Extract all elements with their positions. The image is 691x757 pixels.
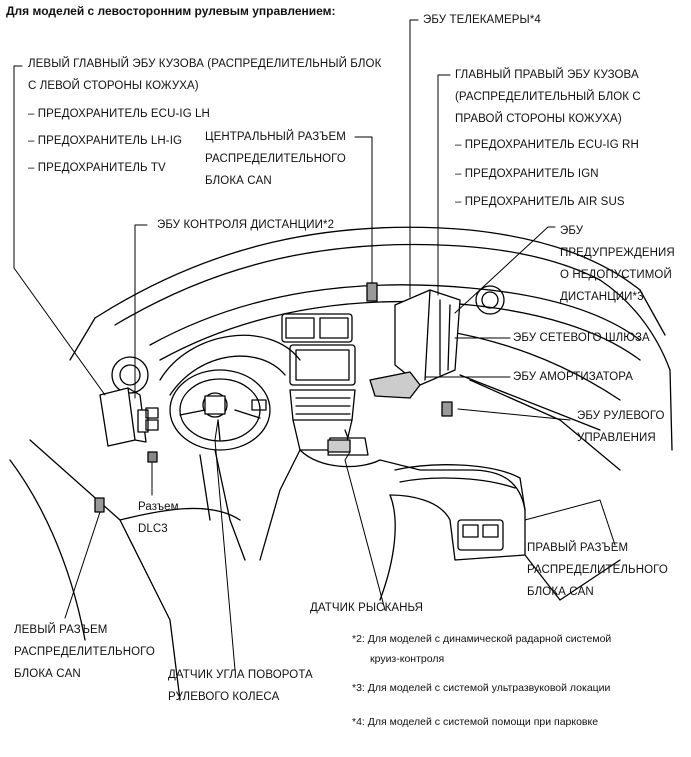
right-main-body-ecu-line1: ГЛАВНЫЙ ПРАВЫЙ ЭБУ КУЗОВА xyxy=(455,69,639,81)
central-can-line2: РАСПРЕДЕЛИТЕЛЬНОГО xyxy=(205,153,346,165)
left-main-body-ecu-line2: С ЛЕВОЙ СТОРОНЫ КОЖУХА) xyxy=(28,80,199,92)
footnote-3: *3: Для моделей с системой ультразвуково… xyxy=(352,682,611,694)
steering-angle-sensor-label: ДАТЧИК УГЛА ПОВОРОТА РУЛЕВОГО КОЛЕСА xyxy=(168,664,313,708)
right-can-line2: РАСПРЕДЕЛИТЕЛЬНОГО xyxy=(527,564,668,576)
fuse-ign-label: – ПРЕДОХРАНИТЕЛЬ IGN xyxy=(455,168,599,180)
warning-ecu-line4: ДИСТАНЦИИ*3 xyxy=(560,291,644,303)
dlc3-line1: Разъем xyxy=(138,501,179,513)
warning-ecu-line1: ЭБУ xyxy=(560,225,584,237)
fuse-air-sus-label: – ПРЕДОХРАНИТЕЛЬ AIR SUS xyxy=(455,196,625,208)
steering-angle-line2: РУЛЕВОГО КОЛЕСА xyxy=(168,691,280,703)
central-can-connector-label: ЦЕНТРАЛЬНЫЙ РАЗЪЕМ РАСПРЕДЕЛИТЕЛЬНОГО БЛ… xyxy=(205,126,346,192)
camera-ecu-label: ЭБУ ТЕЛЕКАМЕРЫ*4 xyxy=(423,14,541,26)
fuse-ecu-ig-lh-label: – ПРЕДОХРАНИТЕЛЬ ECU-IG LH xyxy=(28,108,210,120)
absorber-ecu-label: ЭБУ АМОРТИЗАТОРА xyxy=(513,371,634,383)
dlc3-connector-label: Разъем DLC3 xyxy=(138,496,179,540)
central-can-line3: БЛОКА CAN xyxy=(205,175,272,187)
right-main-body-ecu-line2: (РАСПРЕДЕЛИТЕЛЬНЫЙ БЛОК С xyxy=(455,91,641,103)
gateway-ecu-label: ЭБУ СЕТЕВОГО ШЛЮЗА xyxy=(513,332,650,344)
steering-ecu-line1: ЭБУ РУЛЕВОГО xyxy=(577,410,665,422)
right-main-body-ecu-line3: ПРАВОЙ СТОРОНЫ КОЖУХА) xyxy=(455,113,622,125)
fuse-lh-ig-label: – ПРЕДОХРАНИТЕЛЬ LH-IG xyxy=(28,135,183,147)
left-can-line1: ЛЕВЫЙ РАЗЪЕМ xyxy=(14,624,108,636)
steering-ecu-line2: УПРАВЛЕНИЯ xyxy=(577,432,656,444)
distance-warning-ecu-label: ЭБУ ПРЕДУПРЕЖДЕНИЯ О НЕДОПУСТИМОЙ ДИСТАН… xyxy=(560,220,675,308)
footnote-2-line2: круиз-контроля xyxy=(370,653,445,665)
right-can-line1: ПРАВЫЙ РАЗЪЕМ xyxy=(527,542,629,554)
fuse-ecu-ig-rh-label: – ПРЕДОХРАНИТЕЛЬ ECU-IG RH xyxy=(455,139,639,151)
dlc3-line2: DLC3 xyxy=(138,523,168,535)
left-main-body-ecu-label: ЛЕВЫЙ ГЛАВНЫЙ ЭБУ КУЗОВА (РАСПРЕДЕЛИТЕЛЬ… xyxy=(28,53,381,97)
distance-control-ecu-label: ЭБУ КОНТРОЛЯ ДИСТАНЦИИ*2 xyxy=(157,219,335,231)
fuse-tv-label: – ПРЕДОХРАНИТЕЛЬ TV xyxy=(28,162,166,174)
steering-angle-line1: ДАТЧИК УГЛА ПОВОРОТА xyxy=(168,669,313,681)
left-main-body-ecu-line1: ЛЕВЫЙ ГЛАВНЫЙ ЭБУ КУЗОВА (РАСПРЕДЕЛИТЕЛЬ… xyxy=(28,58,382,70)
warning-ecu-line3: О НЕДОПУСТИМОЙ xyxy=(560,269,672,281)
left-can-connector-label: ЛЕВЫЙ РАЗЪЕМ РАСПРЕДЕЛИТЕЛЬНОГО БЛОКА CA… xyxy=(14,619,155,685)
diagram-title: Для моделей с левосторонним рулевым упра… xyxy=(6,4,336,18)
central-can-line1: ЦЕНТРАЛЬНЫЙ РАЗЪЕМ xyxy=(205,131,346,143)
footnote-4: *4: Для моделей с системой помощи при па… xyxy=(352,716,599,728)
right-can-line3: БЛОКА CAN xyxy=(527,586,594,598)
left-can-line2: РАСПРЕДЕЛИТЕЛЬНОГО xyxy=(14,646,155,658)
right-main-body-ecu-label: ГЛАВНЫЙ ПРАВЫЙ ЭБУ КУЗОВА (РАСПРЕДЕЛИТЕЛ… xyxy=(455,64,641,130)
right-can-connector-label: ПРАВЫЙ РАЗЪЕМ РАСПРЕДЕЛИТЕЛЬНОГО БЛОКА C… xyxy=(527,537,668,603)
footnote-2-line1: *2: Для моделей с динамической радарной … xyxy=(352,633,612,645)
steering-control-ecu-label: ЭБУ РУЛЕВОГО УПРАВЛЕНИЯ xyxy=(577,405,665,449)
warning-ecu-line2: ПРЕДУПРЕЖДЕНИЯ xyxy=(560,247,675,259)
left-can-line3: БЛОКА CAN xyxy=(14,668,81,680)
footnote-2: *2: Для моделей с динамической радарной … xyxy=(352,629,611,669)
yaw-sensor-label: ДАТЧИК РЫСКАНЬЯ xyxy=(310,602,424,614)
